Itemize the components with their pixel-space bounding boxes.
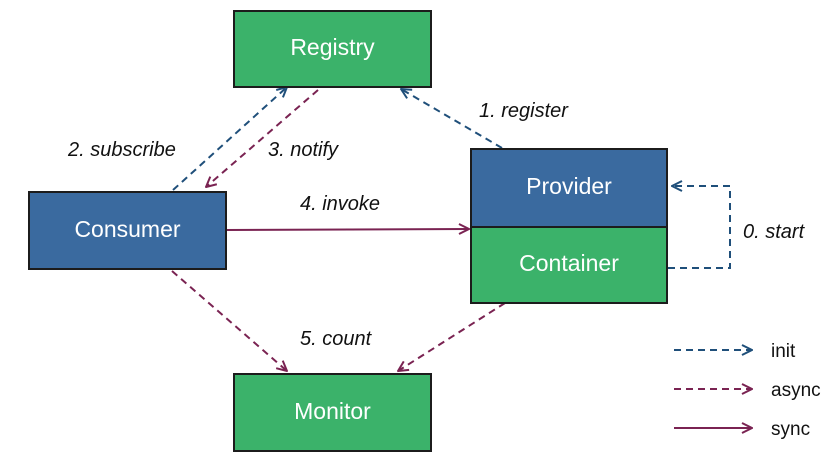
start-arrow <box>668 186 731 269</box>
consumer-monitor-arrow <box>171 270 287 371</box>
legend: init async sync <box>674 341 821 440</box>
provider-container-node: Provider Container <box>470 148 668 304</box>
start-label: 0. start <box>743 221 806 243</box>
consumer-node: Consumer <box>28 191 227 270</box>
register-arrow <box>401 89 503 149</box>
consumer-label: Consumer <box>74 216 180 242</box>
legend-init-label: init <box>771 341 796 362</box>
provider-label: Provider <box>526 173 612 199</box>
subscribe-arrow <box>172 87 287 191</box>
provider-box <box>470 148 668 228</box>
registry-label: Registry <box>290 34 375 60</box>
legend-sync-label: sync <box>771 419 810 440</box>
container-label: Container <box>519 250 619 276</box>
subscribe-label: 2. subscribe <box>67 139 176 161</box>
monitor-node: Monitor <box>233 373 432 452</box>
notify-arrow <box>206 89 319 187</box>
notify-label: 3. notify <box>268 139 339 161</box>
invoke-arrow <box>225 229 469 230</box>
invoke-label: 4. invoke <box>300 193 380 215</box>
count-label: 5. count <box>300 328 373 350</box>
monitor-label: Monitor <box>294 398 371 424</box>
legend-async-label: async <box>771 380 821 401</box>
container-monitor-arrow <box>398 302 506 371</box>
registry-node: Registry <box>233 10 432 88</box>
register-label: 1. register <box>479 100 569 122</box>
container-box <box>470 226 668 304</box>
